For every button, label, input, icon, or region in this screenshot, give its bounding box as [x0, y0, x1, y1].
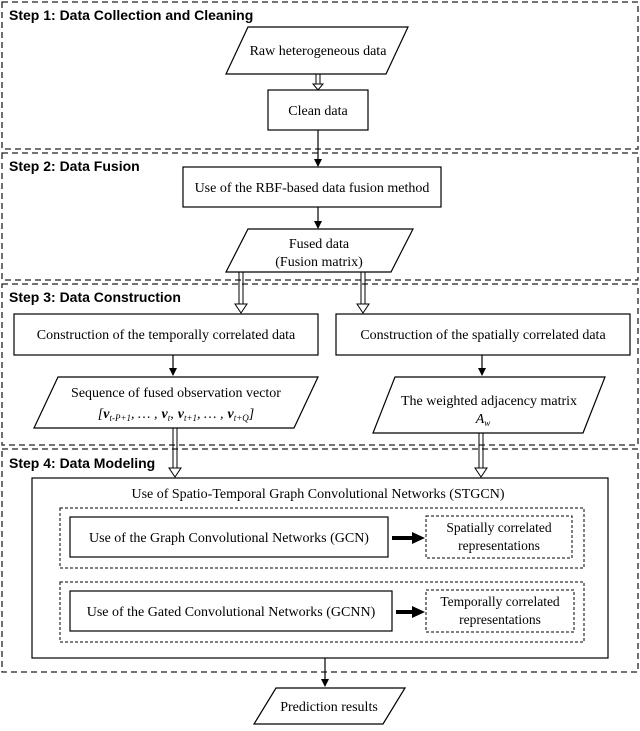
- arrow-gcnn-to-temporal-rep: [396, 606, 425, 618]
- prediction-node: [252, 687, 407, 725]
- arrow-fused-to-temporal: [234, 272, 248, 314]
- adjacency-matrix-node: [372, 376, 606, 434]
- adjacency-matrix-label: The weighted adjacency matrix: [401, 394, 577, 409]
- gcn-node: [69, 516, 389, 558]
- fused-data-label: Fused data: [289, 237, 350, 252]
- rbf-fusion-node: [182, 166, 442, 208]
- step1-header: Step 1: Data Collection and Cleaning: [9, 7, 253, 23]
- spatial-construction-label: Construction of the spatially correlated…: [360, 328, 606, 343]
- step4-header: Step 4: Data Modeling: [9, 455, 155, 471]
- adjacency-matrix-symbol: Aw: [475, 412, 491, 428]
- gcnn-label: Use of the Gated Convolutional Networks …: [87, 605, 376, 620]
- sequence-label: Sequence of fused observation vector: [71, 386, 281, 401]
- step3-panel: [1, 283, 639, 446]
- step1-panel: [1, 1, 639, 150]
- gcnn-node: [69, 590, 393, 632]
- clean-data-label: Clean data: [288, 104, 348, 119]
- rbf-fusion-label: Use of the RBF-based data fusion method: [195, 181, 430, 196]
- spatial-rep-label: Spatially correlated: [446, 520, 552, 535]
- step3-header: Step 3: Data Construction: [9, 289, 181, 305]
- step2-header: Step 2: Data Fusion: [9, 158, 140, 174]
- sequence-formula: [vt-P+1, … ,vt,vt+1, … ,vt+Q]: [98, 407, 254, 423]
- temporal-construction-node: [13, 313, 319, 356]
- arrow-fused-to-spatial: [356, 272, 370, 314]
- prediction-label: Prediction results: [280, 700, 378, 715]
- stgcn-label: Use of Spatio-Temporal Graph Convolution…: [131, 487, 504, 502]
- spatial-rep-label-2: representations: [458, 538, 540, 553]
- spatial-construction-node: [335, 313, 631, 356]
- sequence-node: [33, 376, 319, 429]
- clean-data-node: [267, 89, 369, 131]
- gcnn-group: [59, 581, 585, 643]
- arrow-adjacency-to-stgcn: [474, 433, 488, 478]
- arrow-gcn-to-spatial-rep: [392, 532, 425, 544]
- fusion-matrix-label: (Fusion matrix): [275, 255, 363, 270]
- arrow-raw-to-clean: [311, 74, 325, 91]
- temporal-rep-node: [425, 589, 575, 633]
- arrow-sequence-to-stgcn: [168, 428, 182, 478]
- spatial-rep-node: [425, 515, 573, 559]
- gcn-group: [59, 507, 585, 569]
- raw-data-node: [225, 26, 409, 75]
- temporal-rep-label: Temporally correlated: [440, 594, 560, 609]
- temporal-rep-label-2: representations: [459, 612, 541, 627]
- raw-data-label: Raw heterogeneous data: [250, 44, 388, 59]
- temporal-construction-label: Construction of the temporally correlate…: [37, 328, 296, 343]
- fused-data-node: [225, 228, 414, 273]
- step2-panel: [1, 152, 639, 281]
- gcn-label: Use of the Graph Convolutional Networks …: [89, 531, 369, 546]
